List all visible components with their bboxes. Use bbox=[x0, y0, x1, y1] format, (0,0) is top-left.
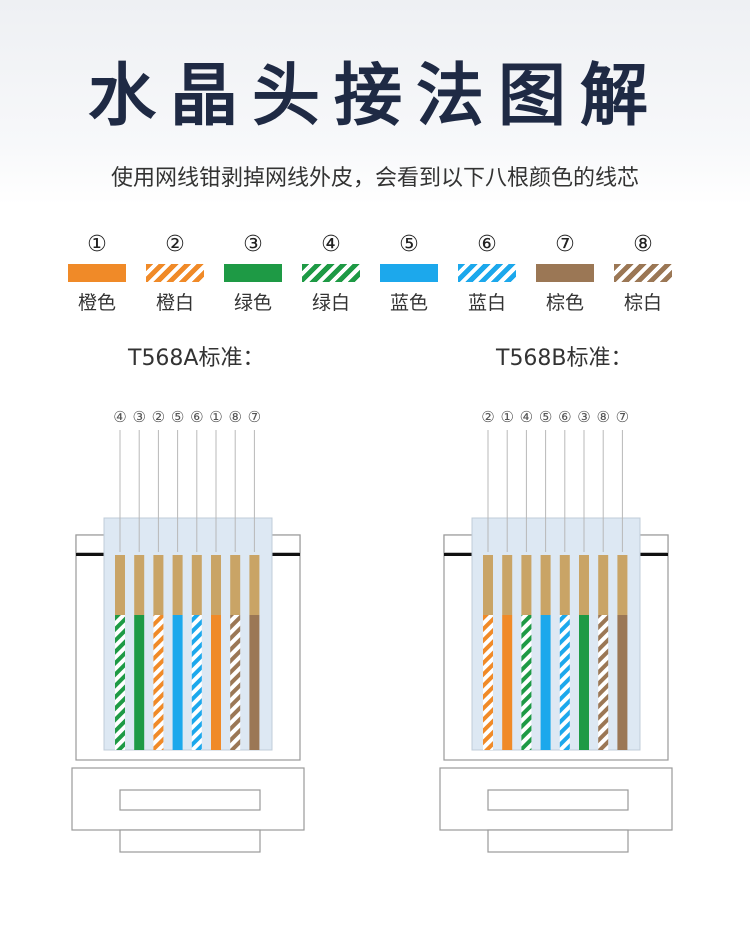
connector-window bbox=[103, 517, 273, 751]
gold-contact bbox=[211, 555, 221, 615]
pin-label: ⑦ bbox=[248, 408, 261, 426]
legend-item: ② 橙白 bbox=[144, 232, 206, 315]
legend-number: ⑧ bbox=[633, 232, 653, 257]
pin-label: ⑧ bbox=[596, 408, 609, 426]
pin-label: ③ bbox=[577, 408, 590, 426]
pin-label: ⑦ bbox=[616, 408, 629, 426]
gold-contact bbox=[483, 555, 493, 615]
legend-number: ⑥ bbox=[477, 232, 497, 257]
legend-item: ③ 绿色 bbox=[222, 232, 284, 315]
legend-swatch bbox=[614, 264, 672, 282]
gold-contact bbox=[115, 555, 125, 615]
legend-number: ① bbox=[87, 232, 107, 257]
wire bbox=[115, 615, 125, 750]
wire bbox=[249, 615, 260, 750]
wire bbox=[540, 615, 551, 750]
wire bbox=[153, 615, 164, 750]
t568a-title: T568A标准： bbox=[128, 346, 265, 371]
pin-label: ④ bbox=[113, 408, 126, 426]
gold-contact bbox=[559, 555, 570, 615]
pin-label: ④ bbox=[520, 408, 533, 426]
wire bbox=[483, 615, 493, 750]
gold-contact bbox=[249, 555, 260, 615]
legend-number: ⑦ bbox=[555, 232, 575, 257]
wire bbox=[521, 615, 532, 750]
gold-contact bbox=[191, 555, 202, 615]
gold-contact bbox=[134, 555, 145, 615]
gold-contact bbox=[540, 555, 551, 615]
legend-number: ③ bbox=[243, 232, 263, 257]
cable-stub bbox=[487, 829, 629, 853]
wire bbox=[502, 615, 513, 750]
pin-label: ① bbox=[209, 408, 222, 426]
gold-contact bbox=[153, 555, 164, 615]
pin-label: ⑧ bbox=[228, 408, 241, 426]
legend-item: ⑧ 棕白 bbox=[612, 232, 674, 315]
wire bbox=[134, 615, 145, 750]
pin-label: ⑥ bbox=[558, 408, 571, 426]
legend-swatch bbox=[224, 264, 282, 282]
legend-item: ④ 绿白 bbox=[300, 232, 362, 315]
gold-contact bbox=[579, 555, 589, 615]
page-subtitle: 使用网线钳剥掉网线外皮，会看到以下八根颜色的线芯 bbox=[110, 166, 639, 191]
legend-swatch bbox=[68, 264, 126, 282]
legend-label: 棕白 bbox=[623, 292, 662, 314]
wire bbox=[598, 615, 609, 750]
legend-item: ⑦ 棕色 bbox=[534, 232, 596, 315]
wire bbox=[230, 615, 241, 750]
boot-slot bbox=[119, 789, 261, 811]
pin-label: ⑤ bbox=[171, 408, 184, 426]
legend-swatch bbox=[146, 264, 204, 282]
pin-label: ② bbox=[152, 408, 165, 426]
pin-label: ⑤ bbox=[539, 408, 552, 426]
pin-label: ① bbox=[500, 408, 513, 426]
legend-item: ① 橙色 bbox=[66, 232, 128, 315]
legend-swatch bbox=[302, 264, 360, 282]
boot-slot bbox=[487, 789, 629, 811]
pin-label: ③ bbox=[132, 408, 145, 426]
legend-item: ⑤ 蓝色 bbox=[378, 232, 440, 315]
legend-number: ④ bbox=[321, 232, 341, 257]
wire bbox=[559, 615, 570, 750]
legend-item: ⑥ 蓝白 bbox=[456, 232, 518, 315]
connector-window bbox=[471, 517, 641, 751]
page-title: 水晶头接法图解 bbox=[87, 57, 662, 136]
cable-stub bbox=[119, 829, 261, 853]
gold-contact bbox=[230, 555, 241, 615]
legend-swatch bbox=[536, 264, 594, 282]
pin-label: ⑥ bbox=[190, 408, 203, 426]
wire bbox=[579, 615, 589, 750]
legend-label: 橙色 bbox=[77, 292, 116, 314]
legend-label: 橙白 bbox=[155, 292, 194, 314]
color-legend: ① 橙色 ② 橙白 ③ 绿色 ④ 绿白 ⑤ 蓝色 ⑥ 蓝白 ⑦ 棕色 ⑧ 棕白 bbox=[66, 232, 686, 322]
t568b-title: T568B标准： bbox=[496, 346, 633, 371]
legend-swatch bbox=[380, 264, 438, 282]
wire bbox=[617, 615, 628, 750]
header-band bbox=[0, 0, 750, 205]
wire bbox=[172, 615, 183, 750]
gold-contact bbox=[617, 555, 628, 615]
legend-label: 棕色 bbox=[545, 292, 584, 314]
legend-label: 绿色 bbox=[233, 292, 272, 314]
gold-contact bbox=[502, 555, 513, 615]
pin-label: ② bbox=[481, 408, 494, 426]
gold-contact bbox=[172, 555, 183, 615]
legend-number: ⑤ bbox=[399, 232, 419, 257]
wire bbox=[191, 615, 202, 750]
gold-contact bbox=[598, 555, 609, 615]
legend-label: 绿白 bbox=[311, 292, 350, 314]
legend-label: 蓝白 bbox=[467, 292, 506, 314]
gold-contact bbox=[521, 555, 532, 615]
legend-label: 蓝色 bbox=[389, 292, 428, 314]
legend-swatch bbox=[458, 264, 516, 282]
legend-number: ② bbox=[165, 232, 185, 257]
wire bbox=[211, 615, 221, 750]
